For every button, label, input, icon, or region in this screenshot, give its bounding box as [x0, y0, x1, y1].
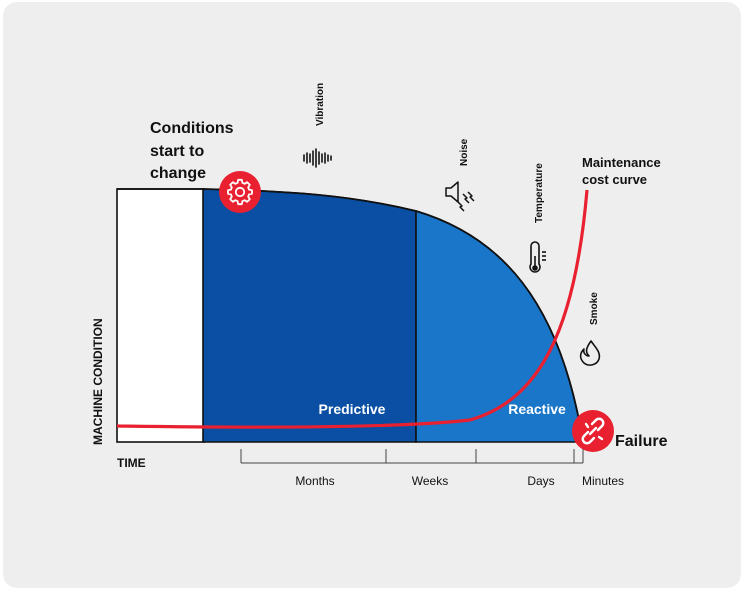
maintenance-cost-curve — [116, 189, 589, 429]
maintenance-label-line-2: cost curve — [582, 172, 647, 187]
time-scale-weeks: Weeks — [412, 474, 448, 488]
pf-curve — [117, 188, 584, 443]
reactive-label: Reactive — [508, 401, 566, 417]
waveform-icon — [303, 148, 332, 168]
healthy-region — [116, 188, 205, 443]
conditions-line-1: Conditions — [150, 120, 234, 137]
maintenance-label-line-1: Maintenance — [582, 155, 661, 170]
gear-icon — [219, 171, 261, 213]
x-axis-label: TIME — [117, 456, 146, 470]
speaker-icon — [445, 181, 475, 212]
temperature-label: Temperature — [534, 163, 545, 223]
vibration-label: Vibration — [315, 83, 326, 126]
time-scale-minutes: Minutes — [582, 474, 624, 488]
smoke-label: Smoke — [589, 292, 600, 325]
conditions-line-3: change — [150, 165, 206, 182]
predictive-label: Predictive — [319, 401, 386, 417]
conditions-line-2: start to — [150, 143, 204, 160]
thermometer-icon — [529, 241, 546, 273]
broken-link-icon — [572, 410, 614, 452]
time-scale-days: Days — [527, 474, 554, 488]
flame-icon — [579, 340, 601, 366]
failure-label: Failure — [615, 433, 668, 450]
y-axis-label: MACHINE CONDITION — [91, 318, 105, 445]
noise-label: Noise — [459, 138, 470, 166]
time-scale-months: Months — [295, 474, 334, 488]
time-scale — [240, 449, 584, 464]
